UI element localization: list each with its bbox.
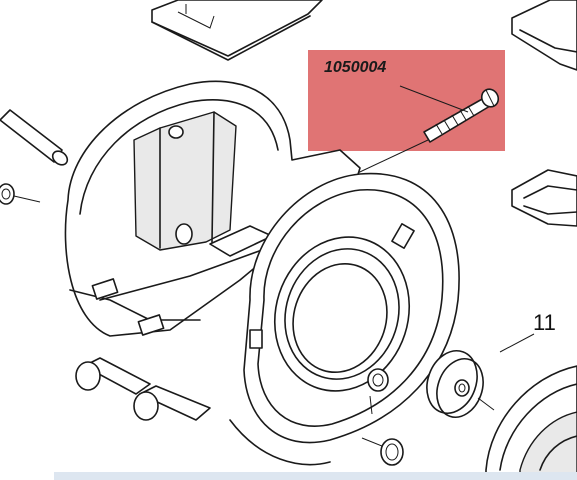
- top-plate-part: [151, 0, 323, 61]
- part-number-label[interactable]: 1050004: [324, 59, 387, 76]
- front-flange-part: [229, 172, 460, 466]
- bottom-scrollbar-strip: [54, 472, 577, 480]
- left-oring-part: [0, 183, 41, 205]
- pipe-stubs-part: [75, 357, 211, 421]
- right-bracket-part: [511, 169, 577, 227]
- bottom-oring-part: [361, 437, 404, 466]
- top-right-plate-part: [511, 0, 577, 71]
- large-disk-part: [485, 365, 577, 480]
- small-disk-part: [426, 350, 495, 418]
- callout-leader-line: [499, 333, 535, 353]
- part-highlight-box[interactable]: [308, 50, 505, 151]
- main-housing-part: [64, 80, 361, 337]
- callout-number-label: 11: [533, 310, 556, 335]
- screw-part-1050004[interactable]: [329, 85, 501, 187]
- left-rod-part: [0, 109, 69, 166]
